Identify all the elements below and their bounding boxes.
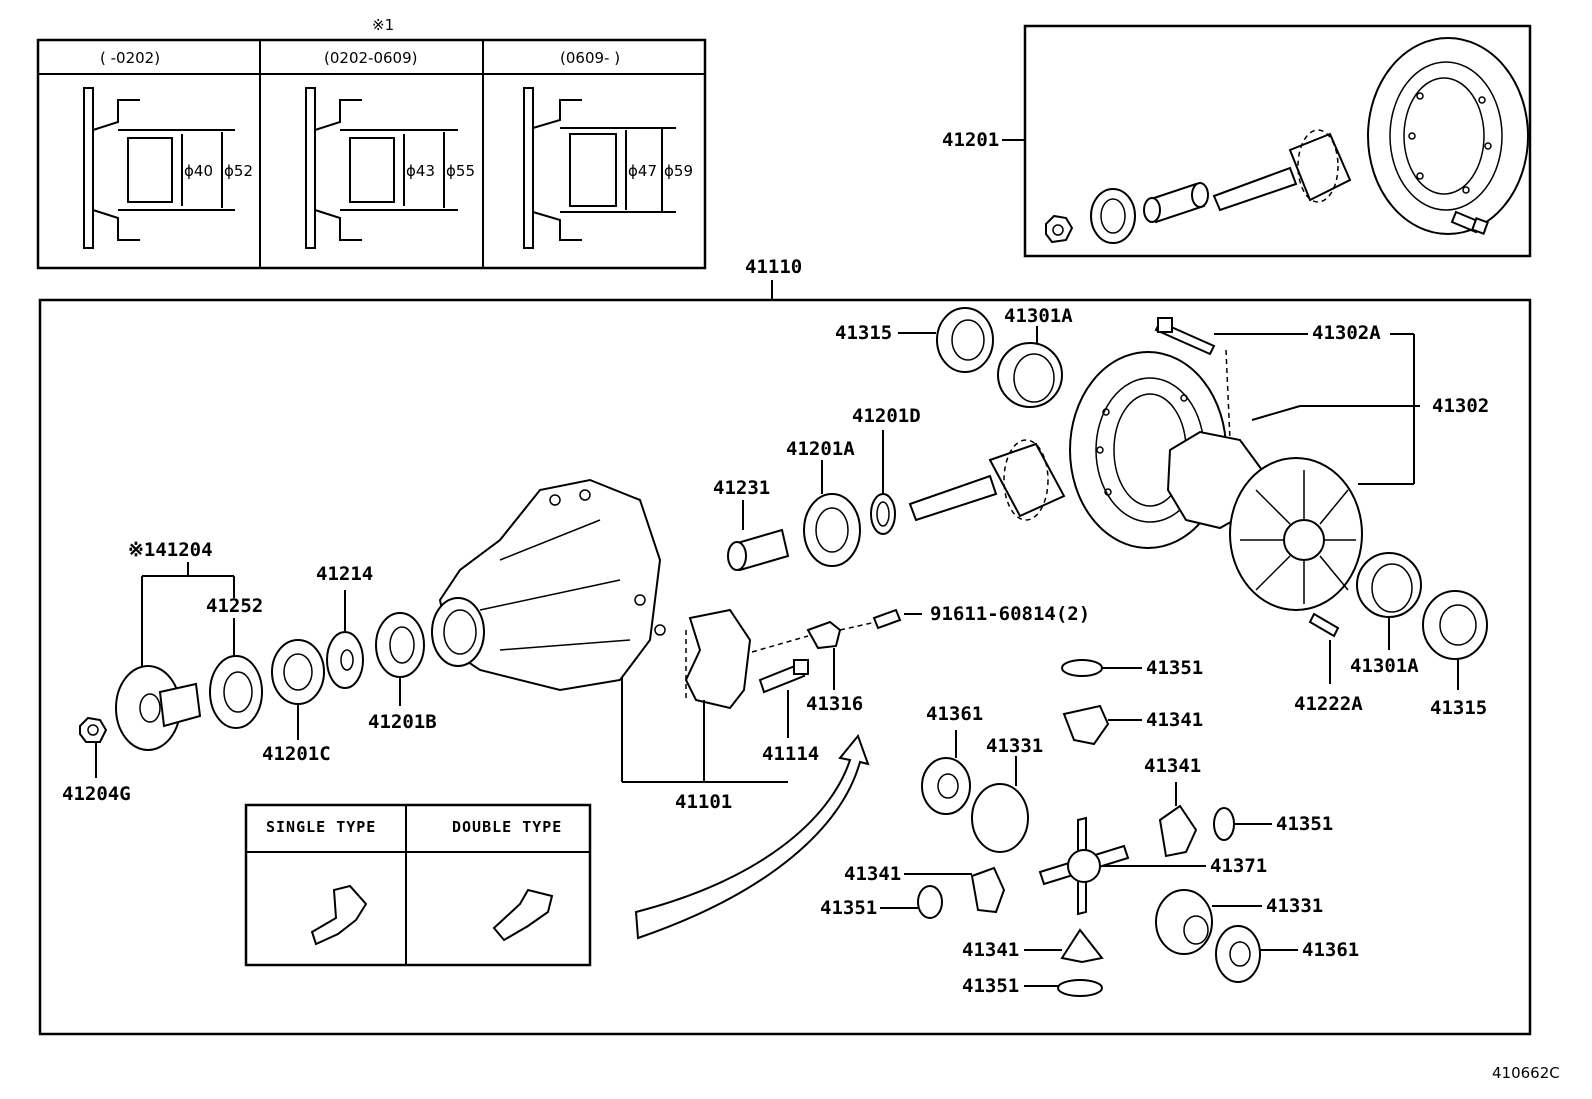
washer-41351-a <box>1061 659 1103 677</box>
variant-header-1: ( -0202) <box>100 49 160 67</box>
label-41315-top: 41315 <box>835 322 892 344</box>
variant-header-3: (0609- ) <box>560 49 620 67</box>
label-41315-bottom: 41315 <box>1430 697 1487 719</box>
housing-group: 41114 41101 41316 91611-60814(2) <box>431 478 1090 813</box>
label-41301A-bottom: 41301A <box>1350 655 1419 677</box>
pinion-group: 41201D 41201A 41231 <box>713 405 1066 572</box>
label-41201C: 41201C <box>262 743 331 765</box>
label-41302A: 41302A <box>1312 322 1381 344</box>
diff-internals: 41351 41341 41361 41331 41341 41351 4137… <box>820 657 1359 997</box>
carrier-group: 41315 41301A 41302A 41302 <box>835 305 1489 719</box>
label-41341-a: 41341 <box>1146 709 1203 731</box>
assembly-label: 41110 <box>745 256 802 278</box>
label-41201B: 41201B <box>368 711 437 733</box>
pinion-shaft <box>908 474 998 522</box>
assembly-box <box>38 298 1532 1036</box>
washer-41351-c <box>917 885 943 919</box>
label-41351-c: 41351 <box>820 897 877 919</box>
label-41101: 41101 <box>675 791 732 813</box>
pinion-gear-icon <box>1288 132 1352 202</box>
label-41351-b: 41351 <box>1276 813 1333 835</box>
flange-section-3: ϕ47 ϕ59 <box>523 87 693 249</box>
label-41341-d: 41341 <box>962 939 1019 961</box>
bearing-41315-top <box>936 307 994 373</box>
gear-41341-d <box>1060 928 1104 964</box>
assembly-arrow-icon <box>634 733 870 940</box>
label-41301A-top: 41301A <box>1004 305 1073 327</box>
washer-41201D <box>870 493 896 535</box>
label-41351-d: 41351 <box>962 975 1019 997</box>
illustration-code: 410662C <box>1492 1064 1560 1082</box>
bearing-41201C <box>271 639 325 705</box>
nut-icon <box>1045 214 1074 244</box>
outer-dia-2: ϕ55 <box>446 162 475 180</box>
inner-dia-3: ϕ47 <box>628 162 657 180</box>
label-41316: 41316 <box>806 693 863 715</box>
ring-gear-icon <box>1367 37 1529 235</box>
bearing-icon <box>1090 188 1136 244</box>
label-41361-a: 41361 <box>926 703 983 725</box>
label-41371: 41371 <box>1210 855 1267 877</box>
pinion-gear <box>988 442 1066 518</box>
variant-header-2: (0202-0609) <box>324 49 417 67</box>
variants-inset: ※1 ( -0202) (0202-0609) (0609- ) ϕ40 ϕ52 <box>36 16 707 270</box>
label-41204G: 41204G <box>62 783 131 805</box>
bearing-41315-bottom <box>1422 590 1488 660</box>
diff-housing <box>438 478 662 692</box>
lock-plate-41316 <box>806 620 842 650</box>
bolt-91611 <box>872 608 902 630</box>
gear-41341-c <box>970 866 1006 914</box>
washer-41361-b <box>1215 925 1261 983</box>
seal-41252 <box>209 655 263 729</box>
gear-set-label: 41201 <box>942 129 999 151</box>
label-41252: 41252 <box>206 595 263 617</box>
flange-section-1: ϕ40 ϕ52 <box>83 87 253 249</box>
label-41114: 41114 <box>762 743 819 765</box>
bearing-41201A <box>803 493 861 567</box>
outer-dia-1: ϕ52 <box>224 162 253 180</box>
bolt-41222A <box>1308 612 1340 638</box>
gear-41341-a <box>1062 704 1110 746</box>
label-41361-b: 41361 <box>1302 939 1359 961</box>
label-41351-a: 41351 <box>1146 657 1203 679</box>
single-type-plate <box>310 884 368 946</box>
double-type-plate <box>492 888 554 942</box>
label-41331-b: 41331 <box>1266 895 1323 917</box>
label-41341-c: 41341 <box>844 863 901 885</box>
label-41341-b: 41341 <box>1144 755 1201 777</box>
nut-41204G <box>79 716 108 743</box>
type-box: SINGLE TYPE DOUBLE TYPE <box>244 803 592 967</box>
note-mark: ※1 <box>372 16 394 34</box>
outer-dia-3: ϕ59 <box>664 162 693 180</box>
flange-section-2: ϕ43 ϕ55 <box>305 87 475 249</box>
label-41214: 41214 <box>316 563 373 585</box>
gear-41331-b <box>1155 889 1213 955</box>
label-41204: ※141204 <box>128 539 213 561</box>
label-41302: 41302 <box>1432 395 1489 417</box>
label-41201D: 41201D <box>852 405 921 427</box>
label-91611: 91611-60814(2) <box>930 603 1090 625</box>
washer-41361-a <box>921 757 971 815</box>
label-41222A: 41222A <box>1294 693 1363 715</box>
double-type-label: DOUBLE TYPE <box>452 818 562 836</box>
washer-41214 <box>326 631 364 689</box>
label-41201A: 41201A <box>786 438 855 460</box>
race-41301A-top <box>997 342 1063 408</box>
pinion-shaft-icon <box>1212 166 1298 212</box>
gear-set-inset: 41201 <box>942 24 1532 258</box>
bearing-cap-41101 <box>684 608 752 710</box>
bearing-41201B <box>375 612 425 678</box>
label-41331-a: 41331 <box>986 735 1043 757</box>
inner-dia-1: ϕ40 <box>184 162 213 180</box>
gear-41341-b <box>1158 804 1198 858</box>
single-type-label: SINGLE TYPE <box>266 818 376 836</box>
washer-41351-b <box>1213 807 1235 841</box>
gear-41331-a <box>971 783 1029 853</box>
label-41231: 41231 <box>713 477 770 499</box>
flange-group: 41204G ※141204 41252 41201C 41214 41201B <box>62 539 437 805</box>
washer-41351-d <box>1057 979 1103 997</box>
inner-dia-2: ϕ43 <box>406 162 435 180</box>
